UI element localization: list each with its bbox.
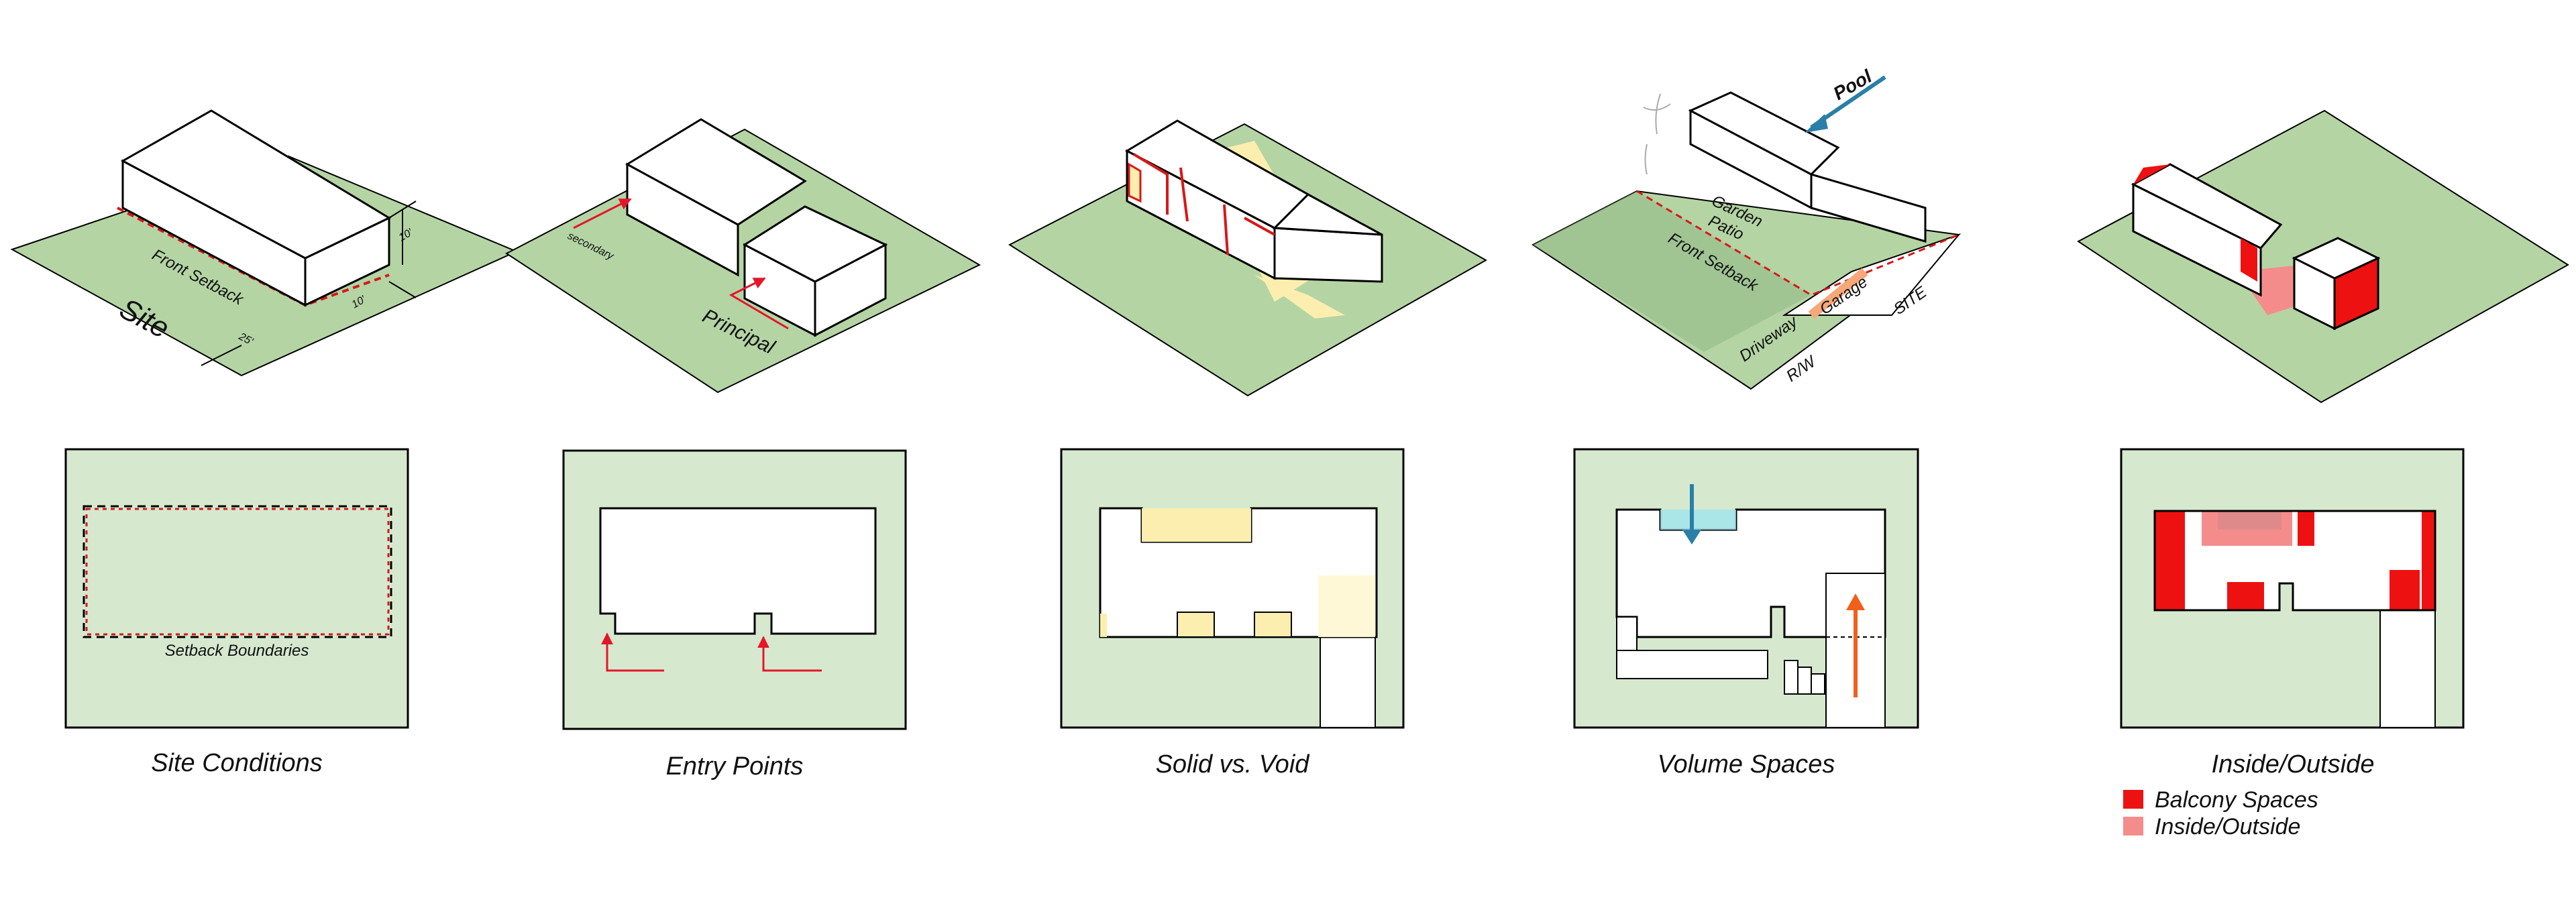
principal-entry-arrow	[729, 277, 789, 330]
driveway-area	[1782, 233, 1962, 316]
caption-solid-void: Solid vs. Void	[1156, 750, 1311, 779]
garage-arrow	[1808, 268, 1868, 319]
pool-volume	[1660, 510, 1736, 530]
caption-entry-points: Entry Points	[666, 752, 804, 781]
secondary-entry-arrow	[601, 632, 664, 672]
secondary-entry-arrow	[573, 198, 632, 229]
inside-outside-iso-diagram	[2077, 109, 2569, 404]
caption-volume-spaces: Volume Spaces	[1658, 750, 1835, 779]
side-wing	[743, 205, 888, 283]
void-court-top	[1142, 508, 1251, 542]
patio-strip	[1616, 650, 1768, 679]
volume-iso-diagram: Pool Garden Patio Front Setback Garage D…	[1532, 65, 1962, 390]
legend: Balcony Spaces Inside/Outside	[2123, 787, 2318, 840]
legend-swatch-inside-outside	[2123, 817, 2143, 835]
legend-swatch-balcony	[2123, 790, 2143, 809]
main-wing	[625, 118, 807, 226]
site-rect	[64, 448, 409, 729]
setback-boundary	[83, 505, 392, 638]
legend-balcony-label: Balcony Spaces	[2155, 787, 2318, 813]
void-notch	[1254, 612, 1292, 638]
site-plan: Setback Boundaries	[64, 448, 409, 729]
upper-volume	[1688, 91, 1840, 176]
legend-inside-outside-label: Inside/Outside	[2155, 814, 2300, 840]
entry-iso-diagram: secondary Principal	[505, 118, 981, 394]
void-edges	[1132, 153, 1275, 255]
inside-outside-plan	[2120, 448, 2465, 729]
front-landscape	[1533, 191, 1811, 352]
volume-plan	[1573, 448, 1919, 729]
setback-boundaries-label: Setback Boundaries	[165, 642, 309, 660]
principal-entry-arrow	[757, 636, 822, 672]
solid-void-iso-diagram	[1008, 119, 1488, 397]
driveway-strip	[1320, 628, 1376, 728]
caption-inside-outside: Inside/Outside	[2212, 750, 2375, 779]
void-notch	[1177, 612, 1215, 638]
caption-site-conditions: Site Conditions	[151, 749, 323, 777]
balcony-space	[2241, 238, 2257, 282]
building-footprint	[599, 507, 877, 635]
palm-sketch	[1643, 93, 1671, 175]
balcony-space	[2155, 511, 2185, 610]
solid-void-plan	[1060, 448, 1405, 729]
site-iso-diagram: Front Setback Site 10' 10' 25'	[10, 109, 519, 377]
entry-plan	[562, 449, 907, 730]
